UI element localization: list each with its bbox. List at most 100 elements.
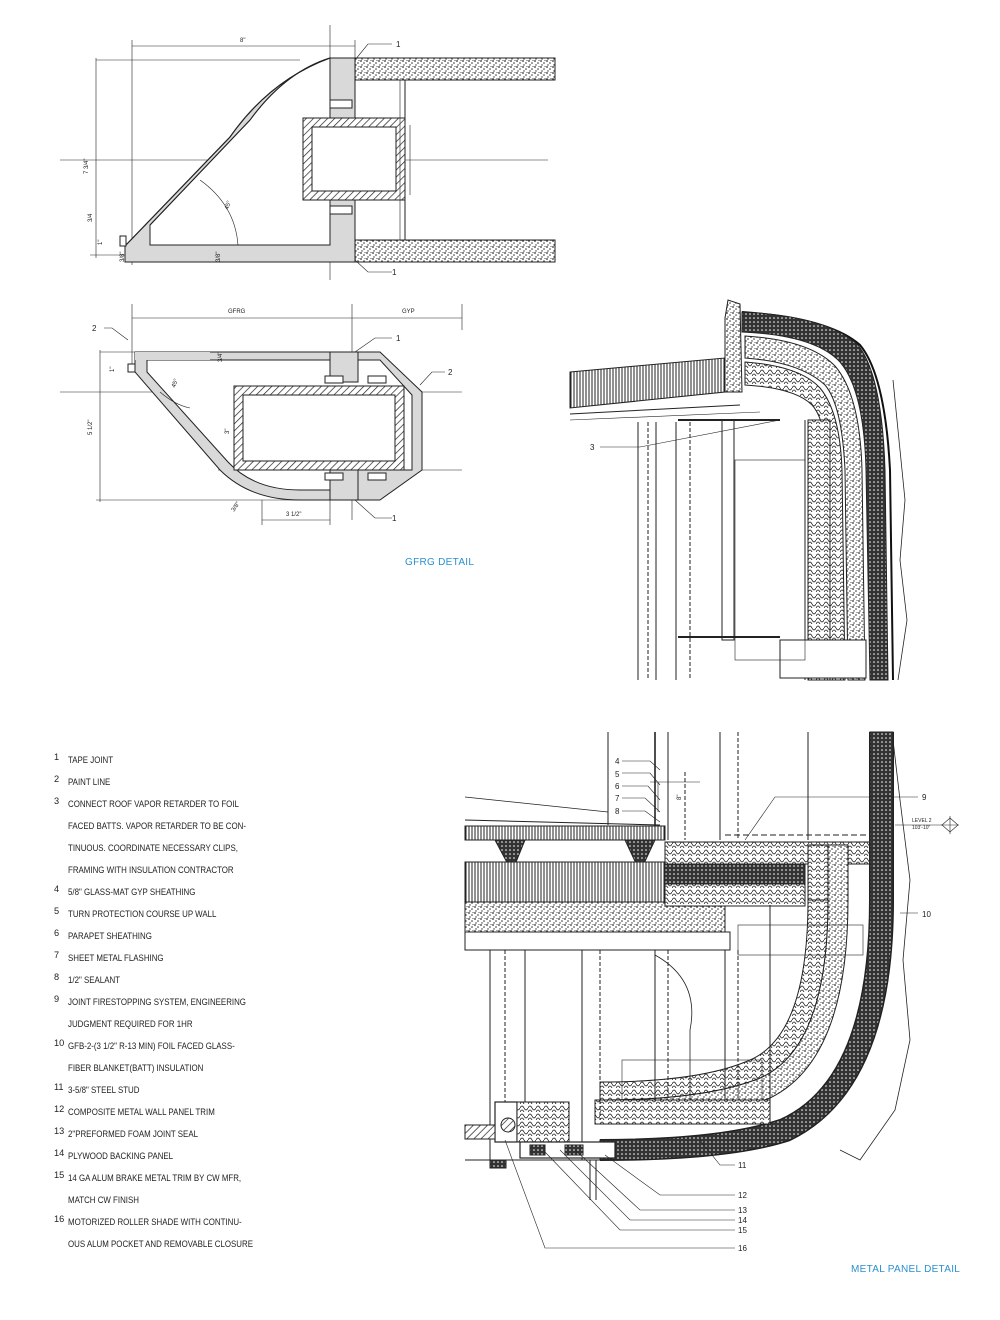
caption-gfrg-detail: GFRG DETAIL	[405, 557, 475, 568]
legend-line: 1/2" SEALANT	[68, 975, 121, 985]
legend-number: 7	[54, 950, 60, 960]
legend-number: 1	[54, 752, 60, 762]
legend-item-3: 3 CONNECT ROOF VAPOR RETARDER TO FOIL FACE…	[54, 796, 354, 884]
dim-gyp: GYP	[402, 309, 415, 315]
dim-inner: 3"	[225, 429, 231, 434]
legend-line: 2"PREFORMED FOAM JOINT SEAL	[68, 1129, 198, 1139]
level-tag: LEVEL 2	[912, 818, 932, 824]
legend-line: OUS ALUM POCKET AND REMOVABLE CLOSURE	[68, 1239, 254, 1249]
legend-text: 3-5/8" STEEL STUD	[68, 1082, 354, 1104]
legend-line: FIBER BLANKET(BATT) INSULATION	[68, 1063, 204, 1073]
callout-2-right: 2	[448, 368, 453, 377]
legend-text: JOINT FIRESTOPPING SYSTEM, ENGINEERING JU…	[68, 994, 354, 1038]
dim-diag: 3/8"	[231, 501, 242, 513]
gfrg-bottom-detail	[60, 304, 463, 525]
metal-panel-labels: 4 5 6 7 8 8" 9 10 LEVEL 2 103'-10" 11 12…	[615, 757, 932, 1253]
callout-1-top: 1	[396, 40, 401, 49]
legend-text: PAINT LINE	[68, 774, 354, 796]
legend-line: PAINT LINE	[68, 777, 111, 787]
parapet-section	[569, 299, 908, 681]
callout-4: 4	[615, 757, 620, 766]
dim-width: 8"	[240, 38, 245, 44]
legend-line: FRAMING WITH INSULATION CONTRACTOR	[68, 865, 234, 875]
angle-label: 45°	[224, 200, 233, 211]
legend-line: 3-5/8" STEEL STUD	[68, 1085, 140, 1095]
dim-vertical: 8"	[677, 795, 683, 800]
callout-11: 11	[738, 1161, 747, 1170]
legend-text: COMPOSITE METAL WALL PANEL TRIM	[68, 1104, 354, 1126]
angle-label: 45°	[171, 378, 180, 389]
dim-small-a: 1"	[110, 367, 116, 372]
legend-number: 13	[54, 1126, 65, 1136]
dim-small-b: 1"	[98, 240, 104, 245]
legend-number: 3	[54, 796, 60, 806]
legend-item-2: 2 PAINT LINE	[54, 774, 354, 796]
legend-number: 14	[54, 1148, 65, 1158]
callout-9: 9	[922, 793, 927, 802]
legend-text: MOTORIZED ROLLER SHADE WITH CONTINU- OUS …	[68, 1214, 354, 1258]
callout-6: 6	[615, 782, 620, 791]
legend-text: 1/2" SEALANT	[68, 972, 354, 994]
legend-item-6: 6 PARAPET SHEATHING	[54, 928, 354, 950]
legend-text: 14 GA ALUM BRAKE METAL TRIM BY CW MFR,MA…	[68, 1170, 354, 1214]
caption-metal-panel-detail: METAL PANEL DETAIL	[851, 1264, 961, 1275]
gfrg-top-labels: 8" 7 3/4" 3/4 1" 3/8" 3/8" 45° 1 1	[84, 38, 401, 277]
dim-height: 5 1/2"	[88, 420, 94, 435]
legend-number: 11	[54, 1082, 64, 1092]
legend-line: TAPE JOINT	[68, 755, 114, 765]
legend-line: 5/8" GLASS-MAT GYP SHEATHING	[68, 887, 196, 897]
legend-number: 2	[54, 774, 60, 784]
legend-line: FACED BATTS. VAPOR RETARDER TO BE CON-	[68, 821, 246, 831]
legend-line: COMPOSITE METAL WALL PANEL TRIM	[68, 1107, 215, 1117]
legend-number: 16	[54, 1214, 65, 1224]
legend-line: SHEET METAL FLASHING	[68, 953, 164, 963]
legend-line: TINUOUS. COORDINATE NECESSARY CLIPS,	[68, 843, 238, 853]
legend-text: 2"PREFORMED FOAM JOINT SEAL	[68, 1126, 354, 1148]
callout-16: 16	[738, 1244, 747, 1253]
legend-number: 6	[54, 928, 60, 938]
callout-8: 8	[615, 807, 620, 816]
legend-line: TURN PROTECTION COURSE UP WALL	[68, 909, 217, 919]
level-value: 103'-10"	[912, 825, 931, 831]
callout-15: 15	[738, 1226, 747, 1235]
legend-number: 12	[54, 1104, 65, 1114]
callout-1-bottom: 1	[392, 514, 397, 523]
legend-line: MOTORIZED ROLLER SHADE WITH CONTINU-	[68, 1217, 242, 1227]
legend-text: CONNECT ROOF VAPOR RETARDER TO FOIL FACED…	[68, 796, 354, 884]
legend-item-11: 11 3-5/8" STEEL STUD	[54, 1082, 354, 1104]
legend-line: PARAPET SHEATHING	[68, 931, 152, 941]
legend-item-7: 7 SHEET METAL FLASHING	[54, 950, 354, 972]
legend-item-8: 8 1/2" SEALANT	[54, 972, 354, 994]
legend-line: CONNECT ROOF VAPOR RETARDER TO FOIL	[68, 799, 239, 809]
legend-text: 5/8" GLASS-MAT GYP SHEATHING	[68, 884, 354, 906]
legend-text: PARAPET SHEATHING	[68, 928, 354, 950]
legend-line: GFB-2-(3 1/2" R-13 MIN) FOIL FACED GLASS…	[68, 1041, 235, 1051]
callout-3: 3	[590, 443, 595, 452]
callout-1-top: 1	[396, 334, 401, 343]
legend-line: PLYWOOD BACKING PANEL	[68, 1151, 174, 1161]
metal-panel-section	[464, 731, 959, 1249]
callout-2-left: 2	[92, 324, 97, 333]
legend-number: 9	[54, 994, 60, 1004]
legend-number: 8	[54, 972, 60, 982]
dim-gfrg: GFRG	[228, 309, 246, 315]
legend-number: 10	[54, 1038, 65, 1048]
legend-line: 14 GA ALUM BRAKE METAL TRIM BY CW MFR,	[68, 1173, 242, 1183]
legend-text: TURN PROTECTION COURSE UP WALL	[68, 906, 354, 928]
dim-small-c: 3/8"	[120, 252, 126, 262]
callout-1-bottom: 1	[392, 268, 397, 277]
legend-line: JOINT FIRESTOPPING SYSTEM, ENGINEERING	[68, 997, 246, 1007]
callout-14: 14	[738, 1216, 747, 1225]
dim-height: 7 3/4"	[84, 159, 90, 174]
legend-item-1: 1 TAPE JOINT	[54, 752, 354, 774]
legend-line: JUDGMENT REQUIRED FOR 1HR	[68, 1019, 193, 1029]
callout-7: 7	[615, 794, 620, 803]
gfrg-top-detail	[60, 25, 556, 280]
legend-number: 5	[54, 906, 60, 916]
